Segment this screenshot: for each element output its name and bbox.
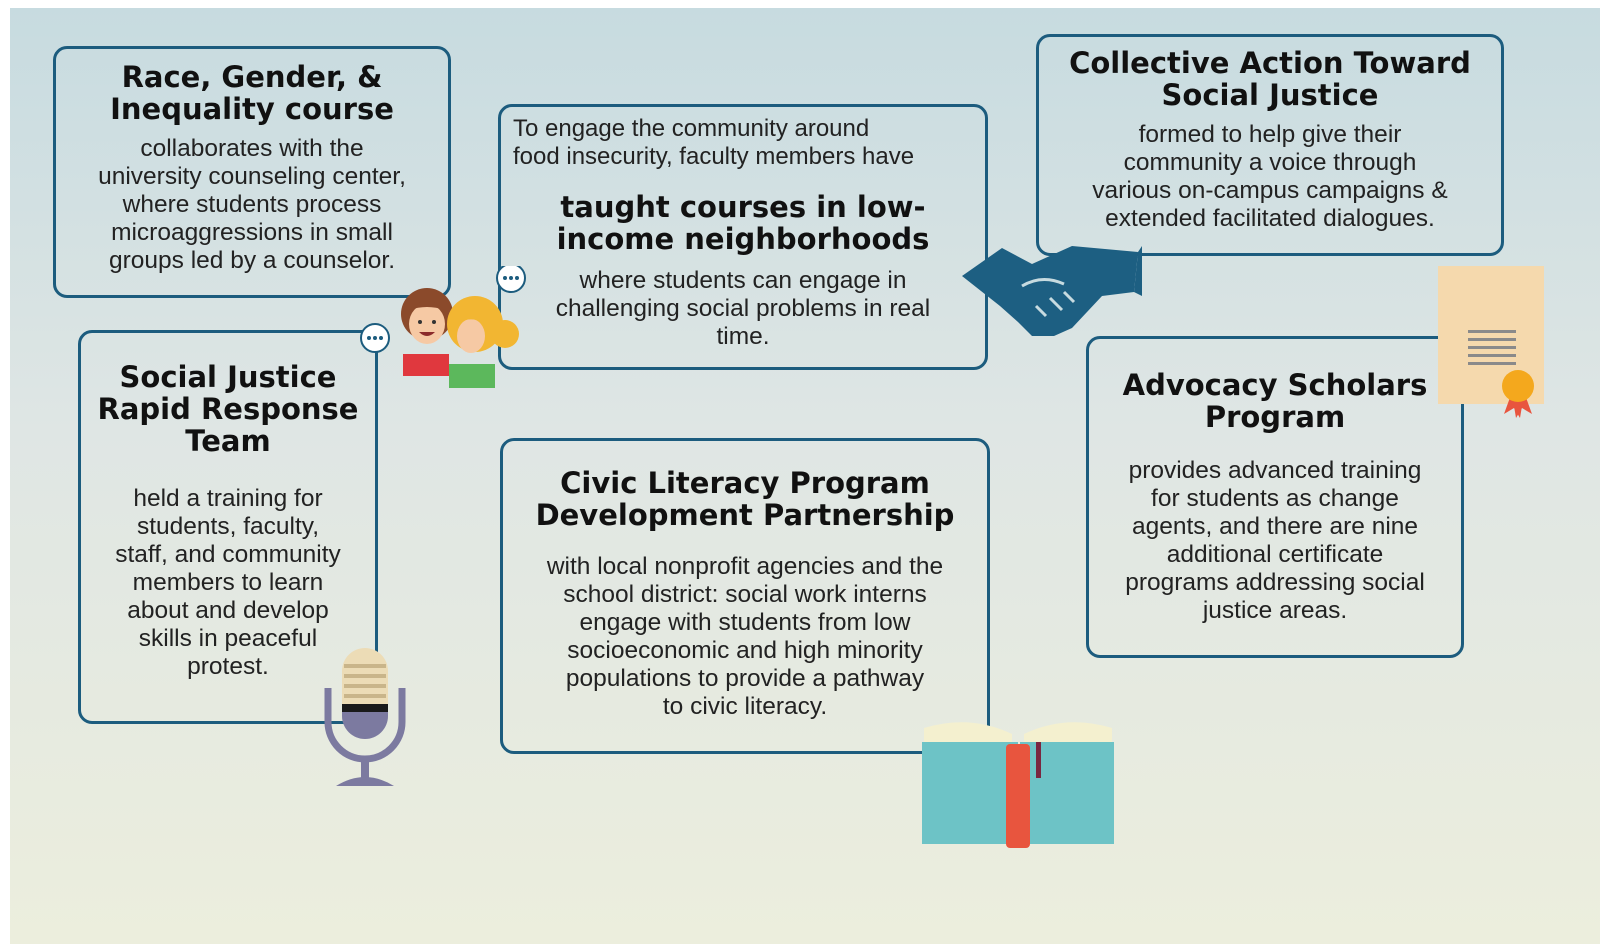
- card-intro: To engage the community around food inse…: [513, 115, 915, 170]
- card-body: formed to help give their community a vo…: [1092, 121, 1448, 232]
- people-chat-icon: [360, 266, 526, 388]
- card-title: Civic Literacy Program Development Partn…: [535, 466, 955, 532]
- card-body: collaborates with the university counsel…: [98, 135, 406, 274]
- card-rapid-response-team: Social Justice Rapid Response Team held …: [78, 330, 378, 724]
- card-title: Social Justice Rapid Response Team: [97, 360, 359, 458]
- card-advocacy-scholars: Advocacy Scholars Program provides advan…: [1086, 336, 1464, 658]
- card-race-gender-inequality: Race, Gender, & Inequality course collab…: [53, 46, 451, 298]
- infographic-canvas: Race, Gender, & Inequality course collab…: [10, 8, 1600, 944]
- card-body: where students can engage in challenging…: [555, 267, 931, 350]
- open-book-icon: [922, 722, 1114, 848]
- card-title: taught courses in low- income neighborho…: [556, 190, 930, 256]
- certificate-icon: [1438, 266, 1544, 418]
- card-civic-literacy: Civic Literacy Program Development Partn…: [500, 438, 990, 754]
- card-body: with local nonprofit agencies and the sc…: [546, 553, 944, 720]
- card-body: held a training for students, faculty, s…: [115, 485, 341, 680]
- card-title: Race, Gender, & Inequality course: [110, 60, 394, 126]
- handshake-icon: [962, 246, 1142, 336]
- card-food-insecurity: To engage the community around food inse…: [498, 104, 988, 370]
- card-title: Advocacy Scholars Program: [1122, 368, 1428, 434]
- card-title: Collective Action Toward Social Justice: [1069, 46, 1471, 112]
- card-body: provides advanced training for students …: [1125, 457, 1425, 624]
- microphone-icon: [324, 648, 406, 786]
- speech-bubble-icon: [496, 266, 526, 293]
- card-collective-action: Collective Action Toward Social Justice …: [1036, 34, 1504, 256]
- speech-bubble-icon: [360, 323, 390, 353]
